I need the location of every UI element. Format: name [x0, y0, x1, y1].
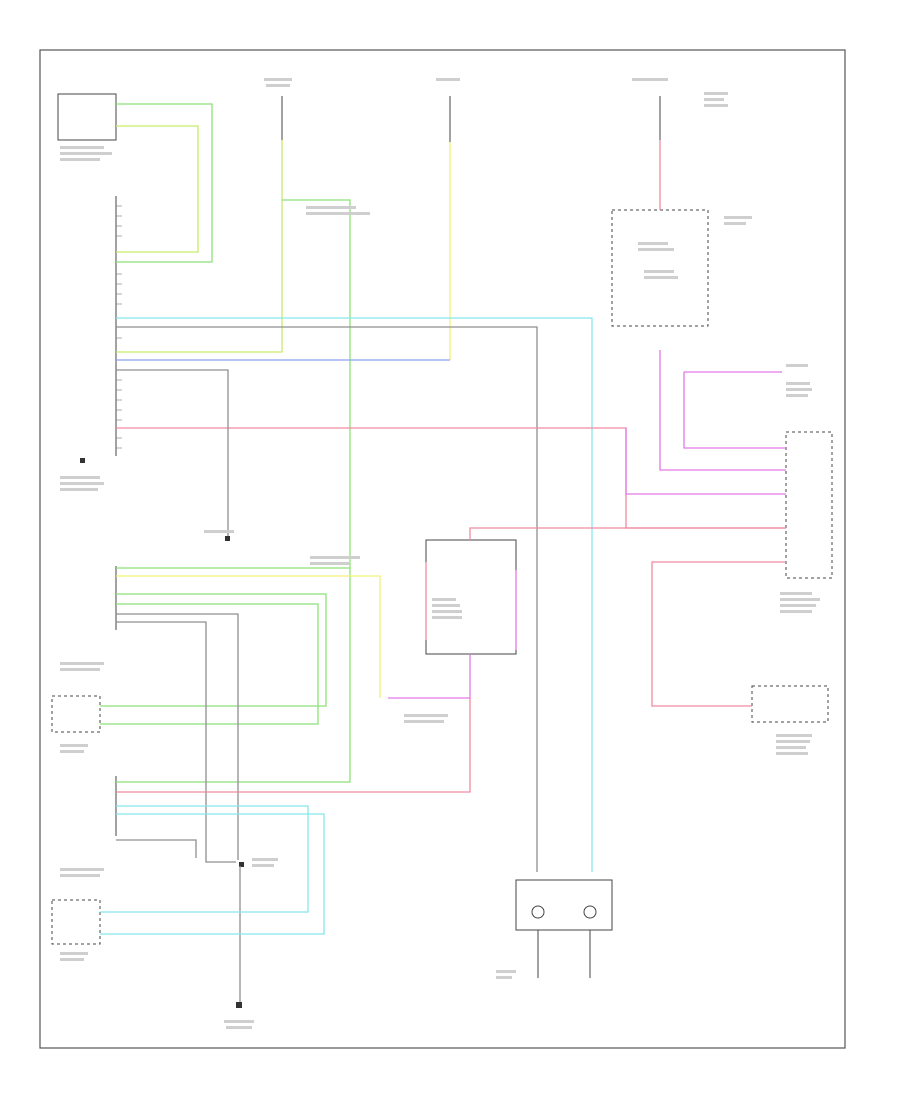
ground-marker-g2 [239, 862, 244, 867]
airbag-module-left-icon [531, 905, 545, 919]
wire-gray-restraint-b2 [116, 839, 197, 858]
wire-green-left-belt-1 [100, 593, 327, 707]
wire-magenta-ignition [683, 372, 786, 449]
left-seat-belt-switch [51, 695, 101, 733]
wire-cyan-long [116, 317, 593, 872]
diagram-frame [39, 49, 846, 1049]
ground-marker-bottom [236, 1002, 242, 1008]
wire-pink-sensor-feed [469, 527, 786, 540]
seat-control-module-box [785, 431, 833, 579]
wire-pink-occupant [651, 561, 786, 707]
wire-lime-seat-sensor [116, 125, 199, 253]
wire-green-seat-sensor [116, 103, 213, 263]
wire-pink-restraint-b [116, 698, 471, 793]
wire-green-hot-start [116, 199, 351, 783]
wire-gray-restraint-b [116, 621, 236, 863]
wire-magenta-pcm-feed [625, 428, 786, 495]
pcm-pin-ticks [116, 205, 122, 449]
illegible-label-marks [60, 78, 820, 1029]
wire-green-left-belt-2 [100, 603, 319, 725]
wire-magenta-restraint-out [659, 350, 786, 471]
wire-magenta-sensor-drop [388, 654, 471, 699]
occupant-classification-module-box [751, 685, 829, 723]
clock-spring-box [515, 879, 613, 931]
wire-cyan-right-belt-1 [100, 805, 309, 913]
wire-cyan-right-belt-2 [100, 813, 325, 935]
airbag-module-right-icon [583, 905, 597, 919]
wire-gray-restraint-a [116, 613, 239, 860]
wire-lime-hot-in-run [116, 140, 283, 353]
right-seat-belt-switch [51, 899, 101, 945]
sensor-module-box [425, 539, 517, 655]
wire-pink-main [116, 427, 786, 529]
wire-gray-long [116, 326, 538, 872]
wire-gray-pcm-ground [116, 369, 229, 536]
wire-yellow-restraint-a [116, 575, 381, 698]
ground-marker-pcm [80, 458, 85, 463]
ground-marker-g1 [225, 536, 230, 541]
passenger-seat-position-sensor [57, 93, 117, 141]
restraint-module-box [611, 209, 709, 327]
